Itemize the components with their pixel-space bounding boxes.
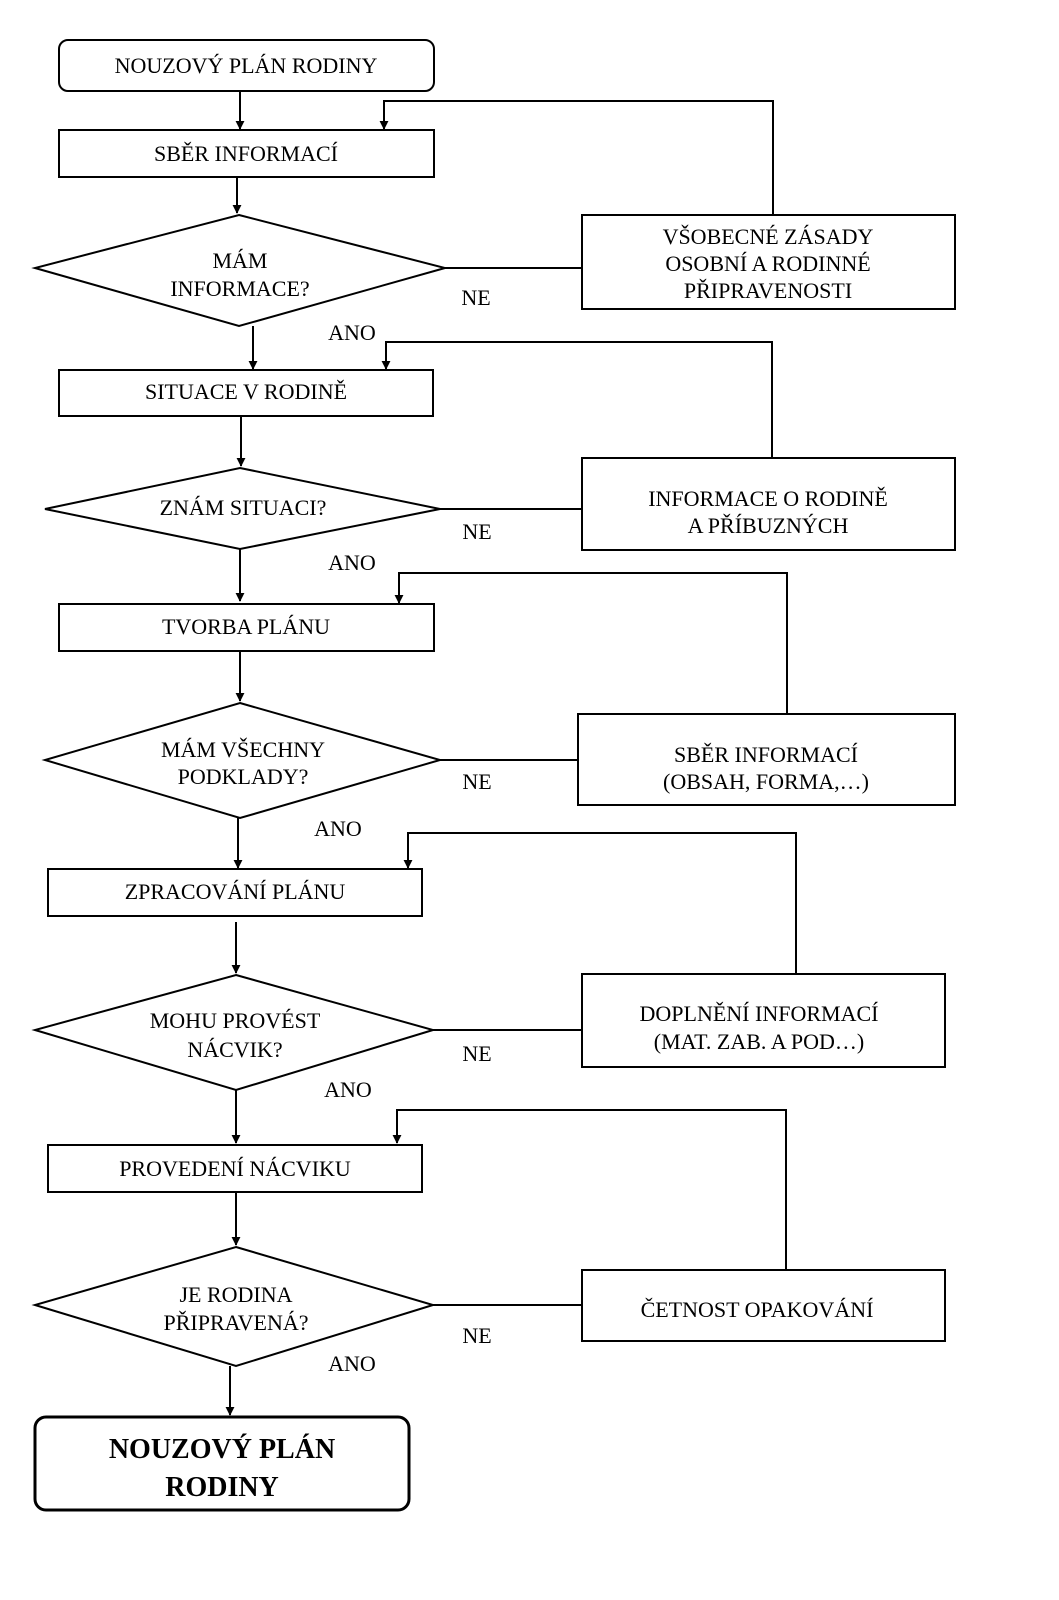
side-box-2-line-1: INFORMACE O RODINĚ — [648, 486, 888, 511]
decision-diamond-4 — [31, 973, 437, 1092]
yes-label-3: ANO — [314, 816, 362, 841]
side-box-1-line-2: OSOBNÍ A RODINNÉ — [665, 251, 870, 276]
side-box-3-line-2: (OBSAH, FORMA,…) — [663, 769, 869, 794]
yes-label-4: ANO — [324, 1077, 372, 1102]
side-box-5 — [581, 1269, 946, 1342]
process-box-5 — [47, 1144, 423, 1193]
process-label-1: SBĚR INFORMACÍ — [154, 141, 338, 166]
loop-back-3 — [394, 572, 788, 714]
loop-back-1 — [379, 100, 774, 215]
no-label-1: NE — [461, 285, 490, 310]
decision-label-4-line-1: MOHU PROVÉST — [150, 1008, 321, 1033]
process-label-5: PROVEDENÍ NÁCVIKU — [119, 1156, 351, 1181]
process-label-4: ZPRACOVÁNÍ PLÁNU — [125, 879, 346, 904]
no-label-2: NE — [462, 519, 491, 544]
decision-label-5-line-2: PŘIPRAVENÁ? — [163, 1310, 308, 1335]
side-box-4-line-1: DOPLNĚNÍ INFORMACÍ — [640, 1001, 879, 1026]
process-label-2: SITUACE V RODINĚ — [145, 379, 347, 404]
process-box-2 — [58, 369, 434, 417]
side-box-3-line-1: SBĚR INFORMACÍ — [674, 742, 858, 767]
process-box-4 — [47, 868, 423, 917]
yes-label-1: ANO — [328, 320, 376, 345]
decision-label-1-line-1: MÁM — [212, 248, 267, 273]
decision-diamond-3 — [41, 701, 444, 820]
end-node — [33, 1415, 411, 1512]
process-box-3 — [58, 603, 435, 652]
no-label-3: NE — [462, 769, 491, 794]
side-box-5-line-1: ČETNOST OPAKOVÁNÍ — [641, 1297, 874, 1322]
decision-diamond-1 — [31, 213, 449, 328]
side-box-1 — [581, 214, 956, 310]
side-box-2-line-2: A PŘÍBUZNÝCH — [688, 513, 849, 538]
decision-label-4-line-2: NÁCVIK? — [187, 1037, 282, 1062]
process-label-3: TVORBA PLÁNU — [162, 614, 330, 639]
side-box-1-line-3: PŘIPRAVENOSTI — [684, 278, 852, 303]
decision-label-2-line-1: ZNÁM SITUACI? — [160, 495, 327, 520]
side-box-2 — [581, 457, 956, 551]
end-node-line-2: RODINY — [165, 1472, 279, 1503]
side-box-4-line-2: (MAT. ZAB. A POD…) — [654, 1029, 864, 1054]
side-box-3 — [577, 713, 956, 806]
no-label-5: NE — [462, 1323, 491, 1348]
side-box-1-line-1: VŠOBECNÉ ZÁSADY — [663, 224, 874, 249]
loop-back-5 — [392, 1109, 787, 1270]
decision-diamond-2 — [44, 466, 441, 551]
decision-label-5-line-1: JE RODINA — [179, 1282, 292, 1307]
yes-label-5: ANO — [328, 1351, 376, 1376]
start-node — [58, 39, 435, 92]
connectors — [225, 92, 797, 1416]
decision-label-1-line-2: INFORMACE? — [170, 276, 309, 301]
process-box-1 — [58, 129, 435, 178]
start-node-label: NOUZOVÝ PLÁN RODINY — [115, 53, 378, 78]
loop-back-2 — [381, 341, 773, 458]
no-label-4: NE — [462, 1041, 491, 1066]
end-node-line-1: NOUZOVÝ PLÁN — [109, 1434, 335, 1465]
decision-label-3-line-2: PODKLADY? — [178, 764, 309, 789]
loop-back-4 — [403, 832, 797, 974]
side-box-4 — [581, 973, 946, 1068]
decision-diamond-5 — [31, 1245, 437, 1368]
yes-label-2: ANO — [328, 550, 376, 575]
decision-label-3-line-1: MÁM VŠECHNY — [161, 737, 325, 762]
